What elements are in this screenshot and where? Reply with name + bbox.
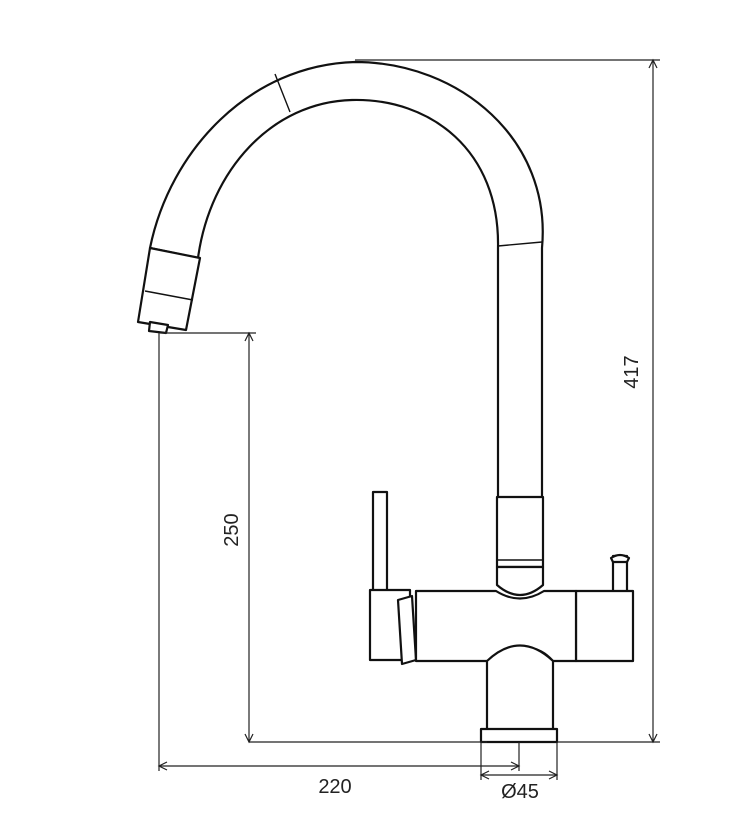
dimension-overall-height: 417	[355, 58, 660, 744]
spout-gooseneck	[148, 60, 544, 502]
dimension-label-417: 417	[621, 355, 643, 388]
dimension-reach: 220	[157, 333, 521, 798]
body-block	[414, 589, 578, 663]
dimension-base-diameter: Ø45	[479, 742, 559, 803]
faucet-main-body	[414, 589, 578, 663]
base-flange	[479, 727, 559, 744]
right-lever-handle	[574, 553, 635, 663]
spout-swivel-collar	[495, 495, 545, 597]
spout-seam	[274, 73, 291, 113]
faucet-base	[479, 644, 559, 744]
dimension-label-diameter: Ø45	[501, 781, 539, 803]
spout-riser-seam	[497, 241, 543, 247]
faucet-spout	[148, 60, 544, 502]
dimension-label-220: 220	[318, 776, 351, 798]
dimension-outlet-height: 250	[160, 331, 487, 744]
spout-outlet-nozzle	[136, 246, 202, 335]
dimension-label-250: 250	[221, 513, 243, 546]
left-lever-handle	[368, 490, 418, 666]
